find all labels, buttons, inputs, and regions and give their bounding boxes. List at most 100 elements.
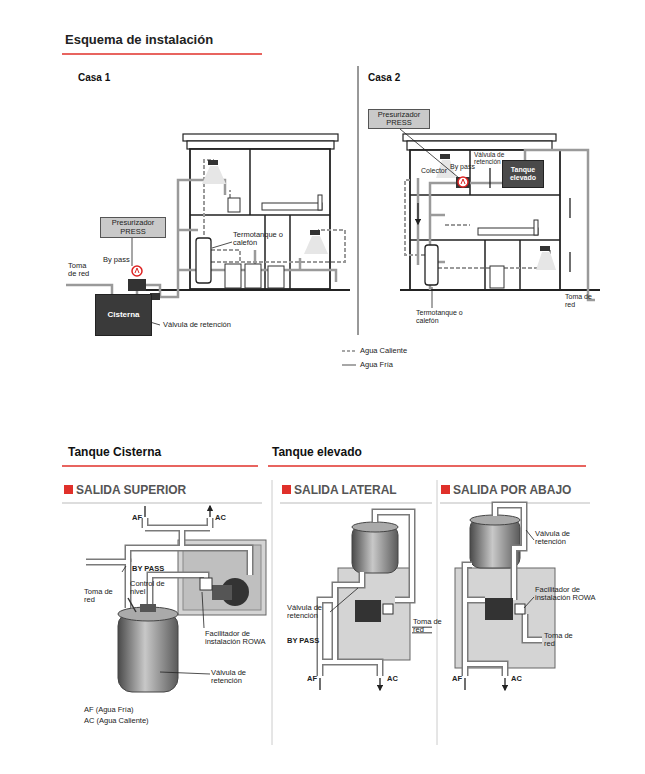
callout-label: BY PASS [132,565,164,573]
callout-label: By pass [103,256,130,264]
house-one-part [204,160,345,262]
house-one-part [225,264,241,288]
tank-box: Tanque elevado [502,160,544,188]
elevated-side-outlet-part [383,604,393,614]
callout-label: AC [511,675,522,683]
callout-label: Termotanque o calefón [416,309,472,325]
rule-lines-part [62,465,258,467]
section-heading: Casa 2 [368,72,400,83]
cistern-top-outlet-part [212,585,232,600]
elevated-bottom-outlet-part [465,505,542,676]
callout-label: Control de nivel [130,580,166,597]
rule-lines-part [437,480,438,745]
house-two-part [490,266,504,288]
elevated-bottom-outlet-part [524,530,534,608]
section-heading: SALIDA SUPERIOR [76,484,186,497]
elevated-bottom-outlet-part [465,505,542,676]
callout-label: AF [452,675,462,683]
elevated-side-outlet-part [320,678,380,690]
house-one-part [268,266,284,288]
callout-label: Válvula de retención [211,669,261,686]
section-heading: Tanque elevado [272,446,362,459]
house-one-part [310,230,320,235]
house-one-part [135,268,139,273]
tank-box: Cisterna [95,294,152,336]
section-heading: Casa 1 [78,72,110,83]
rule-lines-part [268,465,586,467]
elevated-bottom-outlet-part [455,568,555,668]
node-text: Cisterna [107,311,139,320]
house-one-part [196,238,211,283]
legend-text: Agua Caliente [360,346,407,355]
elevated-side-outlet-part [330,588,358,612]
house-two-part [540,246,550,251]
house-two-part [440,154,450,159]
house-two-part [418,168,570,272]
house-one-part [202,166,226,184]
house-one-part [304,236,328,254]
cistern-top-outlet-part [118,612,178,692]
rule-lines-part [62,503,262,504]
rule-lines-part [280,503,432,504]
node-text: Tanque elevado [503,166,543,181]
cistern-top-outlet-part [122,566,210,674]
rule-lines-part [272,480,273,745]
elevated-side-outlet [318,512,432,690]
elevated-side-outlet-part [318,512,432,676]
callout-label: Toma de red [413,618,443,635]
house-one-part [128,279,146,291]
legend-sample [342,361,356,369]
house-two-part [425,245,438,285]
house-two-part [461,179,465,184]
house-one-part [228,198,240,212]
legend-text: Agua Fría [360,360,393,369]
elevated-bottom-outlet-part [515,604,525,614]
house-one-part [132,266,142,276]
callout-label: Toma de red [544,632,580,649]
house-one-part [262,203,322,210]
callout-label: Válvula de retención [163,321,231,329]
callout-label: Colector [421,167,447,175]
legend-line [342,364,356,366]
callout-label: Válvula de retención [287,604,335,621]
house-two-part [410,150,560,290]
callout-label: Válvula de retención [474,151,514,166]
elevated-bottom-outlet-part [485,598,513,620]
house-two-part [458,177,468,187]
label-box: Presurizador PRESS [100,217,166,238]
house-one-part [140,289,350,291]
legend-entry: Agua Caliente [342,346,407,355]
callout-label: AC [387,675,398,683]
section-heading: SALIDA LATERAL [294,484,397,497]
elevated-bottom-outlet-part [465,678,505,690]
node-text: Presurizador PRESS [101,219,165,236]
callout-label: Toma de red [68,262,94,279]
legend-entry: Agua Fría [342,360,393,369]
house-one-part [190,149,330,289]
callout-label: AC [215,514,226,522]
cistern-top-outlet-part [140,604,156,612]
elevated-side-outlet-part [355,600,381,622]
callout-label: BY PASS [287,637,319,645]
legend-line [342,350,356,352]
house-two-part [418,150,595,300]
callout-label: AF [307,675,317,683]
house-two-part [478,228,538,235]
callout-label: Toma de red [565,293,593,309]
rule-lines-part [441,485,450,494]
elevated-bottom-outlet-part [470,515,520,525]
house-two-part [407,141,552,150]
house-one-part [187,141,334,149]
house-one-part [245,264,261,288]
cistern-top-outlet-part [128,598,136,612]
elevated-side-outlet-part [318,512,432,676]
house-two-part [456,177,470,188]
house-two-part [534,220,538,235]
callout-label: AF [132,514,142,522]
section-heading: SALIDA POR ABAJO [453,484,571,497]
callout-label: AF (Agua Fría) [84,706,134,714]
label-box: Presurizador PRESS [368,109,430,129]
diagram-title: Esquema de instalación [65,33,213,48]
elevated-side-outlet-part [352,522,398,532]
